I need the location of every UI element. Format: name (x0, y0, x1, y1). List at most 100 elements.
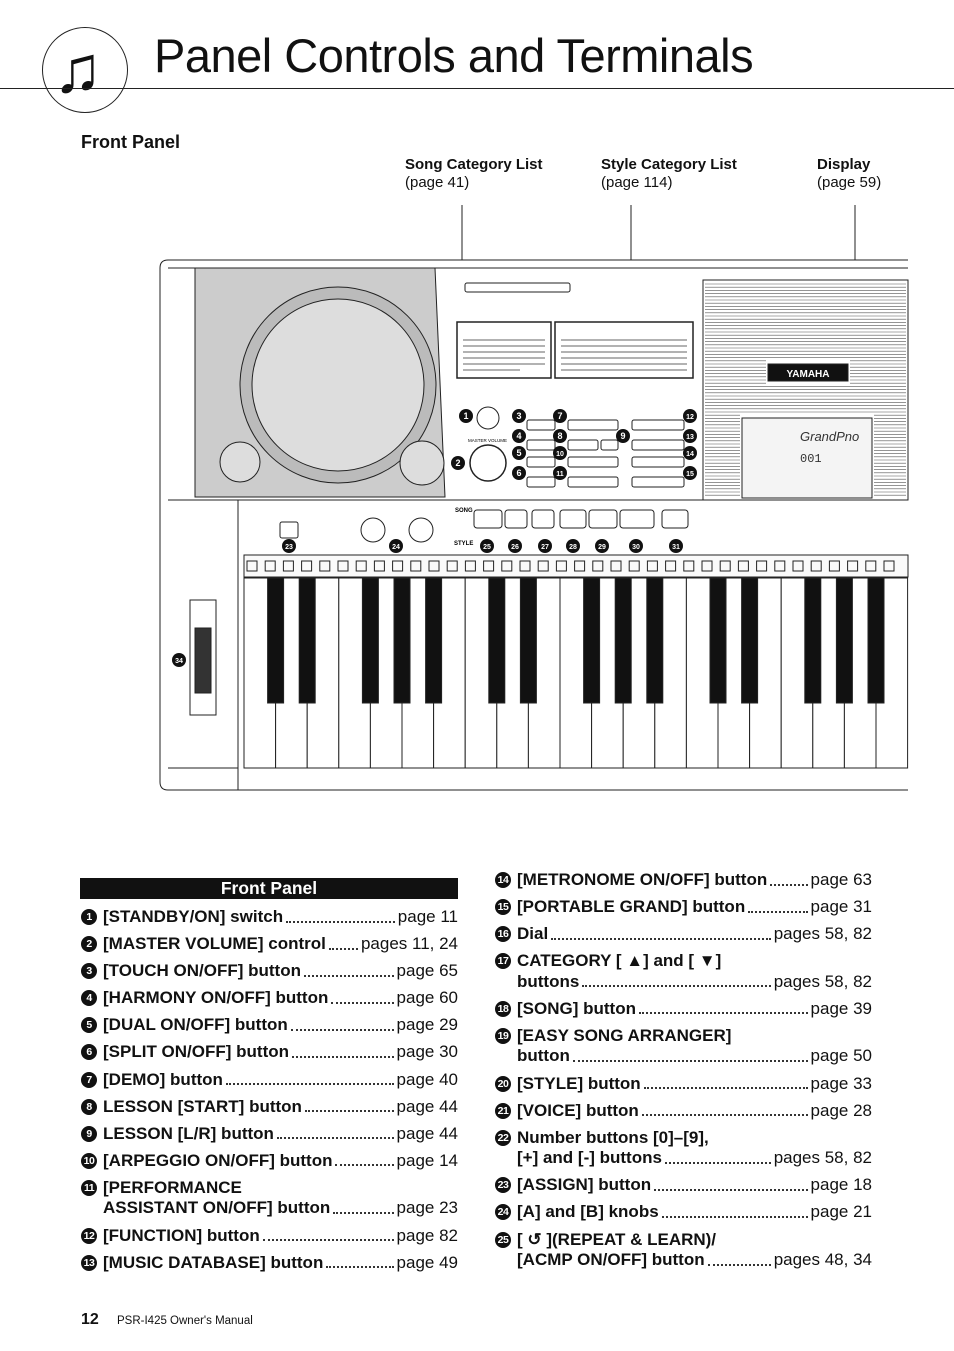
dot-leader (335, 1164, 394, 1167)
strip-icons (246, 560, 895, 572)
page-reference: page 60 (396, 988, 458, 1008)
white-key (843, 577, 877, 769)
black-key (425, 577, 443, 704)
callout-style-category: Style Category List (page 114) (601, 156, 737, 192)
dot-leader (304, 1110, 394, 1113)
dot-leader (326, 1266, 394, 1269)
page-reference: page 82 (396, 1225, 458, 1245)
master-volume-knob (469, 444, 507, 482)
white-key (591, 577, 624, 769)
item-number-badge: 7 (81, 1071, 97, 1088)
dot-leader (641, 1114, 808, 1117)
music-note-icon: ♫ (42, 27, 128, 113)
page-reference: pages 58, 82 (773, 971, 872, 991)
panel-number-badge: 3 (512, 409, 526, 423)
item-number-badge: 25 (495, 1231, 511, 1248)
dot-leader (262, 1239, 394, 1242)
item-number-badge: 16 (495, 926, 511, 943)
panel-number-text: 11 (556, 471, 564, 478)
panel-number-badge: 13 (683, 429, 697, 443)
panel-number-text: 34 (175, 658, 183, 665)
panel-number-text: 30 (632, 544, 640, 551)
black-key (488, 577, 506, 704)
black-key (835, 577, 853, 704)
page-reference: page 63 (810, 870, 872, 889)
page-reference: page 18 (810, 1175, 872, 1195)
dot-leader (331, 1001, 394, 1004)
black-key (614, 577, 632, 704)
voice-group-icon (282, 560, 294, 572)
white-key (401, 577, 435, 769)
item-number-badge: 12 (81, 1227, 97, 1244)
dot-leader (748, 910, 808, 913)
white-key (433, 577, 466, 769)
item-label: [STYLE] button (517, 1073, 641, 1093)
panel-number-badge: 34 (172, 653, 186, 667)
voice-group-icon (555, 560, 567, 572)
page-reference: page 30 (396, 1042, 458, 1062)
panel-number-text: 23 (285, 544, 293, 551)
panel-number-text: 10 (556, 451, 564, 458)
panel-number-text: 13 (686, 434, 694, 441)
voice-group-icon (446, 560, 458, 572)
panel-number-text: 27 (541, 544, 549, 551)
panel-number-text: 29 (598, 544, 606, 551)
item-number-badge: 19 (495, 1027, 511, 1044)
item-number-badge: 23 (495, 1177, 511, 1194)
display-voice-name: GrandPno (800, 429, 859, 444)
black-key (393, 577, 411, 704)
white-key (559, 577, 593, 769)
white-key (717, 577, 751, 769)
panel-buttons (279, 419, 689, 543)
panel-number-text: 1 (463, 411, 468, 421)
black-key (361, 577, 379, 704)
keyboard-body (159, 259, 908, 791)
page-reference: page 44 (396, 1096, 458, 1116)
page-number: 12 (81, 1311, 99, 1328)
panel-number-text: 2 (455, 458, 460, 468)
white-key (338, 577, 371, 769)
category-list-lines (463, 339, 687, 371)
item-label: [DUAL ON/OFF] button (103, 1015, 288, 1035)
voice-group-icon (519, 560, 531, 572)
voice-group-icon (719, 560, 731, 572)
item-label: [PERFORMANCE (103, 1177, 242, 1197)
panel-number-text: 28 (569, 544, 577, 551)
dot-leader (770, 883, 808, 886)
standby-switch (476, 406, 500, 430)
panel-number-text: 24 (392, 544, 400, 551)
voice-group-icon (574, 560, 586, 572)
item-number-badge: 1 (81, 909, 97, 925)
voice-group-icon (810, 560, 822, 572)
item-label: [ASSIGN] button (517, 1175, 652, 1195)
panel-number-text: 14 (686, 451, 694, 458)
voice-group-icon (628, 560, 640, 572)
voice-group-icon (828, 560, 840, 572)
panel-number-badge: 7 (553, 409, 567, 423)
panel-number-badge: 30 (629, 539, 643, 553)
item-number-badge: 6 (81, 1044, 97, 1061)
music-rest-slot (464, 282, 571, 293)
black-key (867, 577, 885, 704)
white-key (527, 577, 561, 769)
panel-number-text: 7 (557, 411, 562, 421)
dot-leader (303, 974, 394, 977)
white-key (875, 577, 909, 769)
black-key (298, 577, 316, 704)
song-category-box (456, 321, 552, 379)
item-number-badge: 2 (81, 936, 97, 953)
white-key (749, 577, 782, 769)
list-header: Front Panel (80, 878, 458, 899)
panel-number-badge: 8 (553, 429, 567, 443)
dot-leader (582, 985, 771, 988)
